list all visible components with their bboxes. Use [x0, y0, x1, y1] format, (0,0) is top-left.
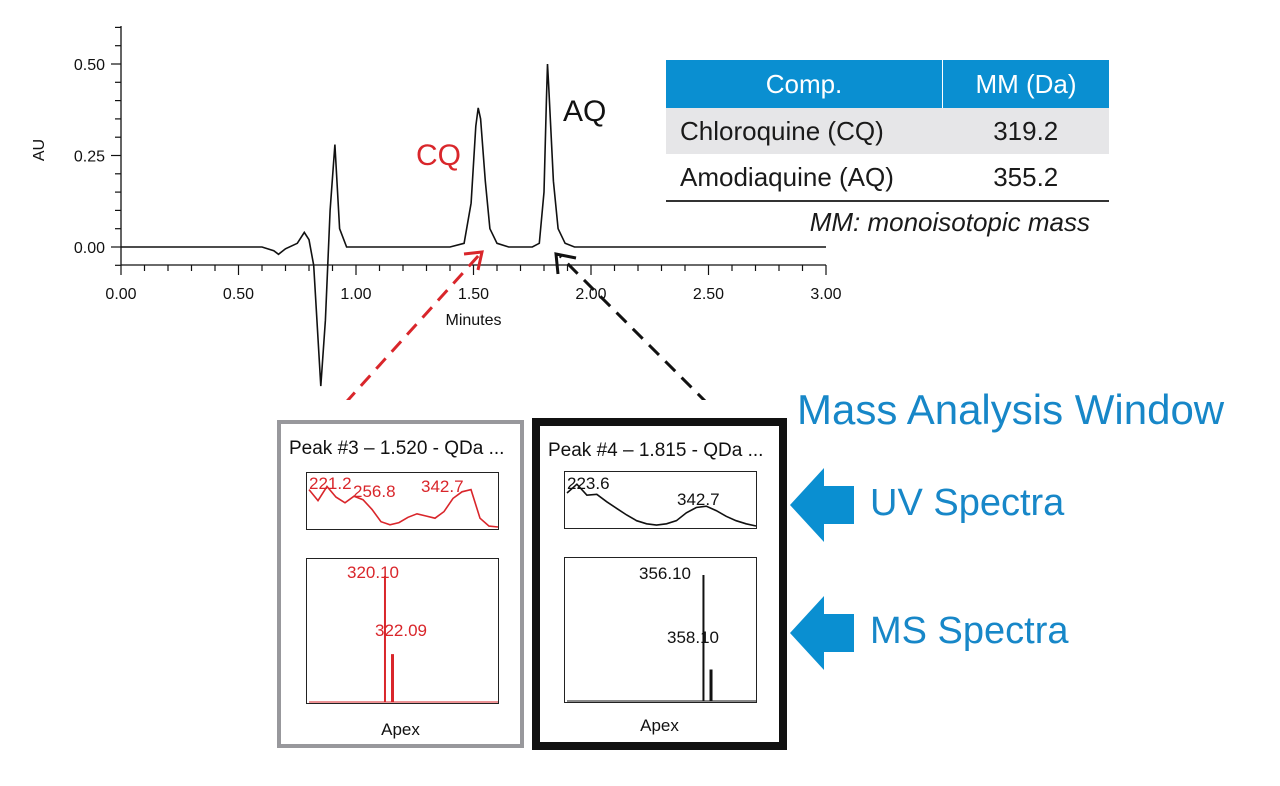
peak-3-ms-spectrum: 320.10 322.09	[306, 558, 499, 704]
peak-3-panel: Peak #3 – 1.520 - QDa ... 221.2 256.8 34…	[277, 420, 524, 748]
peak-4-apex-label: Apex	[640, 716, 679, 735]
ms-spectra-label: MS Spectra	[870, 610, 1069, 652]
table-footnote: MM: monoisotopic mass	[809, 207, 1090, 237]
x-tick-label: 0.50	[223, 286, 254, 303]
x-tick-label: 1.50	[458, 286, 489, 303]
peak-4-title: Peak #4 – 1.815 - QDa ...	[548, 440, 764, 461]
table-cell-mass: 319.2	[942, 108, 1109, 154]
y-axis-title: AU	[31, 139, 48, 161]
aq-pointer-line	[558, 254, 707, 400]
peak-label-cq: CQ	[416, 139, 461, 172]
cq-pointer-arrowhead	[463, 250, 484, 271]
arrow-right-icon	[790, 596, 854, 670]
peak-3-uv-label-1: 221.2	[309, 474, 352, 493]
y-tick-label: 0.25	[74, 149, 105, 166]
table-cell-compound: Amodiaquine (AQ)	[666, 154, 943, 202]
aq-pointer-arrowhead	[554, 252, 577, 275]
uv-spectra-label: UV Spectra	[870, 482, 1065, 524]
peak-4-ms-spectrum: 356.10 358.10	[564, 557, 757, 703]
mass-analysis-window-title: Mass Analysis Window	[797, 386, 1225, 433]
x-tick-label: 2.00	[575, 286, 606, 303]
cq-pointer-line	[346, 252, 482, 400]
peak-4-uv-label-1: 223.6	[567, 474, 610, 493]
x-tick-label: 2.50	[693, 286, 724, 303]
compound-table: Comp. MM (Da) Chloroquine (CQ) 319.2 Amo…	[666, 60, 1109, 202]
arrow-right-icon	[790, 468, 854, 542]
x-tick-label: 3.00	[810, 286, 841, 303]
chromatogram-series-line	[121, 63, 826, 387]
peak-3-title: Peak #3 – 1.520 - QDa ...	[289, 438, 505, 459]
table-cell-mass: 355.2	[942, 154, 1109, 202]
peak-4-uv-line	[566, 483, 757, 527]
table-header-mm: MM (Da)	[942, 60, 1109, 108]
table-row: Amodiaquine (AQ) 355.2	[666, 154, 1109, 202]
chromatogram-chart: 0.00 0.50 1.00 1.50 2.00 2.50 3.00 0.00 0.25 0.50…	[31, 26, 842, 400]
chromatogram-axes: 0.00 0.50 1.00 1.50 2.00 2.50 3.00 0.00 0.25 0.50…	[31, 26, 842, 329]
peak-3-uv-line	[308, 485, 499, 528]
table-header-comp: Comp.	[666, 60, 943, 108]
x-tick-label: 1.00	[340, 286, 371, 303]
table-row: Chloroquine (CQ) 319.2	[666, 108, 1109, 154]
peak-label-aq: AQ	[563, 95, 607, 128]
peak-3-ms-label-2: 322.09	[375, 621, 427, 640]
x-tick-label: 0.00	[105, 286, 136, 303]
peak-4-ms-label-1: 356.10	[639, 564, 691, 583]
peak-3-ms-label-1: 320.10	[347, 563, 399, 582]
peak-3-uv-label-2: 256.8	[353, 482, 396, 501]
peak-3-uv-label-3: 342.7	[421, 477, 464, 496]
x-axis-title: Minutes	[445, 312, 501, 329]
peak-3-apex-label: Apex	[381, 720, 420, 739]
y-tick-label: 0.00	[74, 240, 105, 257]
peak-4-ms-label-2: 358.10	[667, 628, 719, 647]
peak-4-uv-spectrum: 223.6 342.7	[564, 471, 757, 529]
peak-3-uv-spectrum: 221.2 256.8 342.7	[306, 472, 499, 530]
peak-4-panel: Peak #4 – 1.815 - QDa ... 223.6 342.7 35…	[532, 418, 787, 750]
y-tick-label: 0.50	[74, 57, 105, 74]
peak-4-uv-label-2: 342.7	[677, 490, 720, 509]
table-cell-compound: Chloroquine (CQ)	[666, 108, 943, 154]
